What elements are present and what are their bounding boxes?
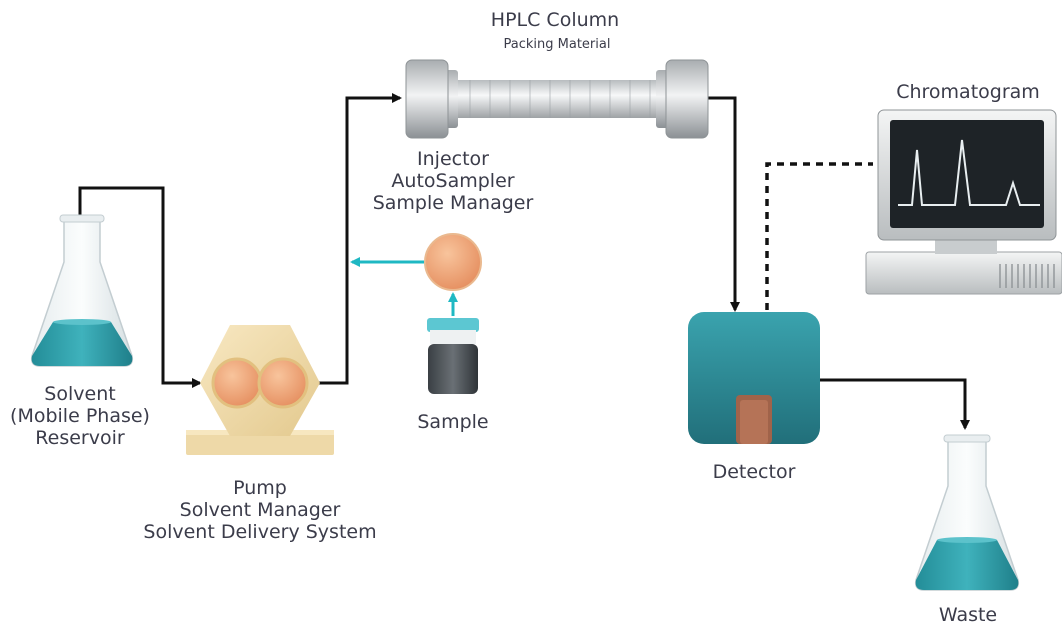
signal-line-detector-to-computer [765,162,873,310]
hplc-column [405,59,709,139]
sample-label: Sample [417,411,489,433]
injector-label: Injector AutoSampler Sample Manager [373,148,534,214]
flow-line-detector-to-waste [820,378,970,430]
pump-head-left [211,357,263,409]
solvent-reservoir-flask [30,214,134,367]
chromatogram-label: Chromatogram [896,81,1040,103]
column-subtitle: Packing Material [503,37,611,52]
waste-label: Waste [938,604,998,626]
solvent-label-line-2: (Mobile Phase) [10,405,150,427]
waste-flask [914,434,1020,591]
column-title: HPLC Column [490,9,620,31]
pump-label: Pump Solvent Manager Solvent Delivery Sy… [143,477,376,543]
chromatogram-trace [898,139,1040,206]
pump-head-right [257,357,309,409]
injector-label-line-3: Sample Manager [372,192,534,214]
pump-label-line-1: Pump [233,477,287,499]
injector-valve [424,233,482,291]
detector-label: Detector [712,461,796,483]
injector-label-line-2: AutoSampler [391,170,515,192]
pump-label-line-3: Solvent Delivery System [143,521,377,543]
solvent-label-line-1: Solvent [44,383,116,405]
flow-line-pump-to-column [318,93,402,385]
pump-label-line-2: Solvent Manager [179,499,341,521]
computer [865,109,1062,295]
pump [186,325,334,455]
solvent-label-line-3: Reservoir [35,427,125,449]
solvent-label: Solvent (Mobile Phase) Reservoir [10,383,150,449]
detector [688,312,820,444]
sample-vial [427,318,479,394]
flow-line-column-to-detector [708,96,740,312]
injector-label-line-1: Injector [417,148,489,170]
